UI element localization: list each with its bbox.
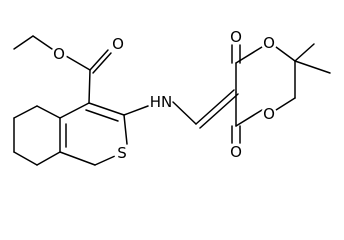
- ring-ketone-oxygen-top-label: O: [230, 28, 242, 46]
- ring-ether-oxygen-top-label: O: [263, 34, 275, 52]
- bond-lines: [13, 35, 331, 166]
- ring-ketone-oxygen-bottom-label: O: [230, 143, 242, 161]
- ester-carbonyl-oxygen-label: O: [112, 35, 124, 53]
- atom-labels: O O HN S O O O O: [51, 28, 277, 162]
- thiophene-sulfur-label: S: [117, 144, 127, 162]
- ester-ether-oxygen-label: O: [53, 45, 65, 63]
- chemical-structure: O O HN S O O O O: [13, 28, 331, 166]
- ring-ether-oxygen-bottom-label: O: [263, 105, 275, 123]
- amine-nh-label: HN: [150, 93, 173, 111]
